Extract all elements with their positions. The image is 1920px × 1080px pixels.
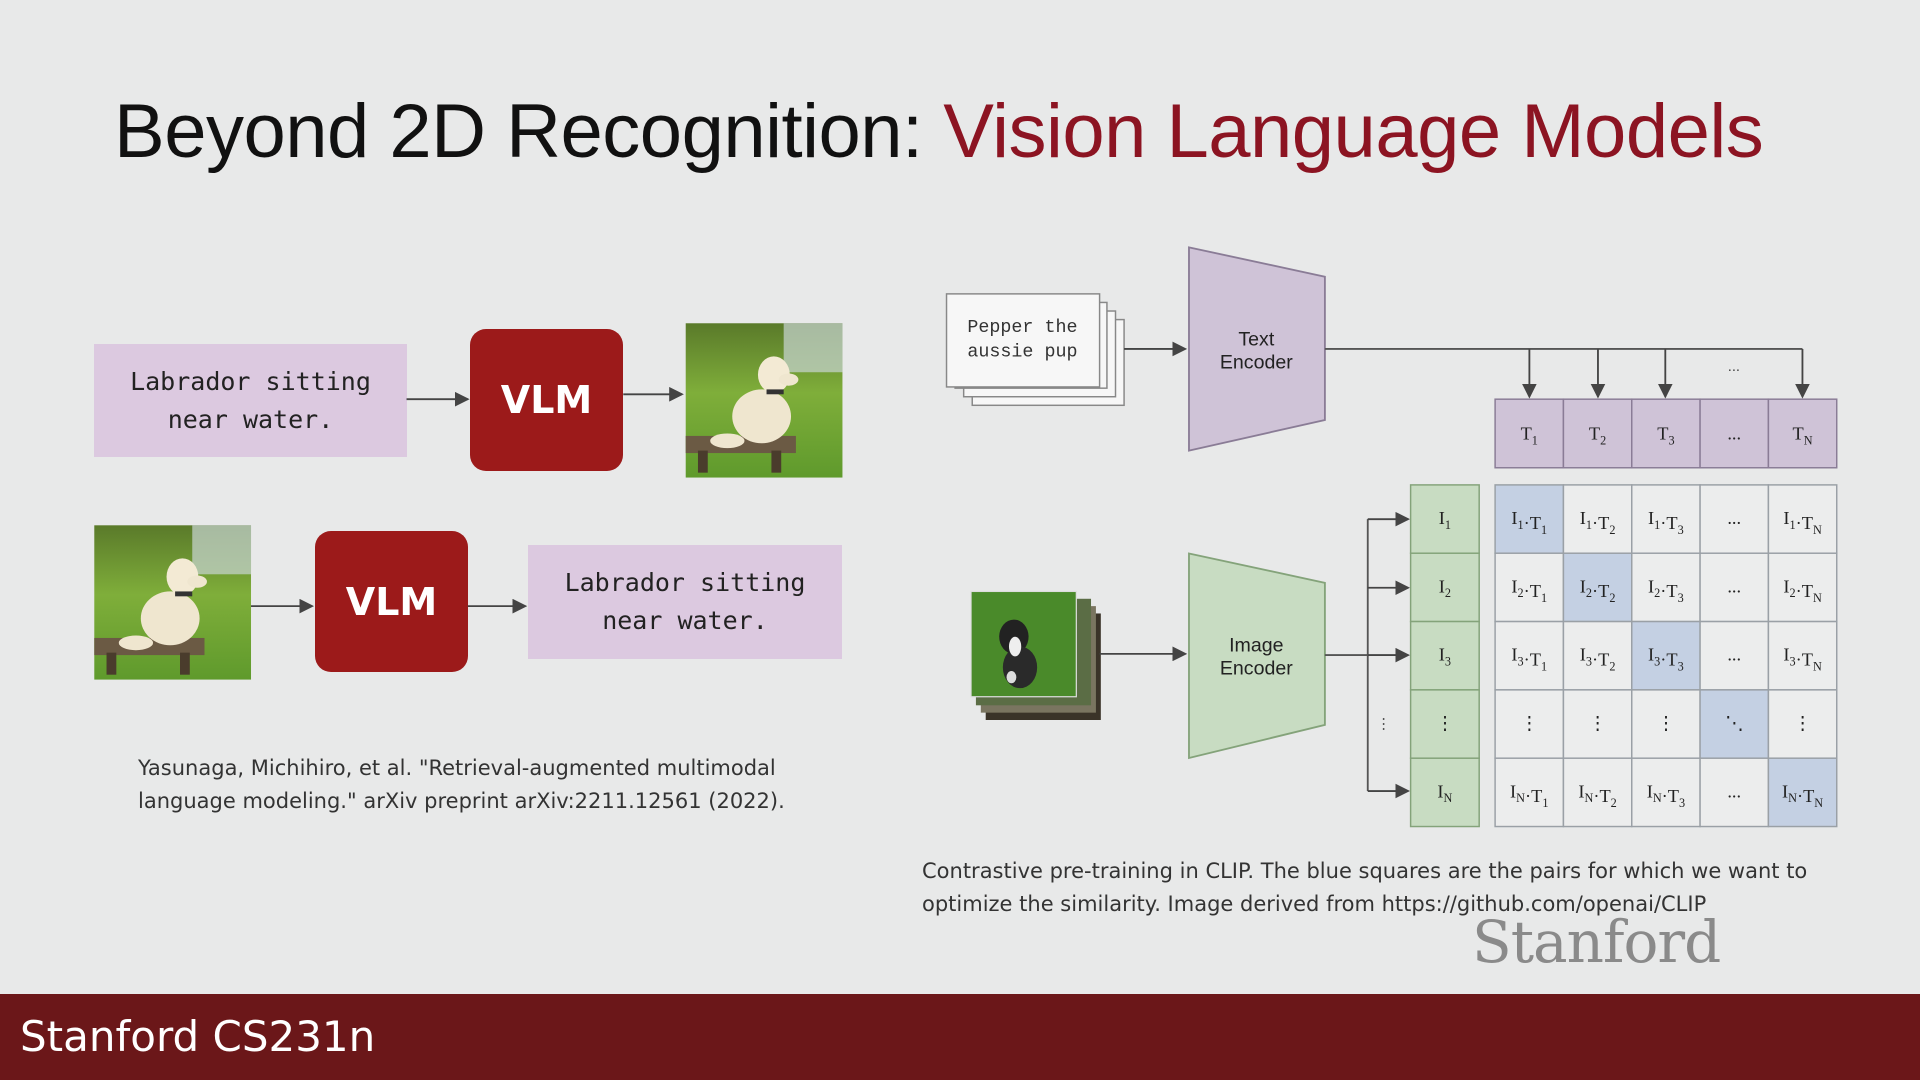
image-encoder-label: Encoder	[1220, 658, 1293, 680]
similarity-label: IN·T3	[1647, 781, 1685, 810]
dog-input-image	[94, 525, 252, 680]
text-embedding-label: TN	[1793, 424, 1813, 448]
vertical-ellipsis: ⋮	[1376, 717, 1391, 733]
similarity-label: ...	[1727, 781, 1741, 801]
similarity-cell	[1767, 484, 1838, 554]
similarity-label: ⋱	[1725, 713, 1743, 733]
stanford-logo: Stanford	[1472, 908, 1721, 976]
image-embedding-label: IN	[1437, 781, 1452, 805]
image-embedding-cell	[1409, 689, 1480, 759]
similarity-cell	[1494, 484, 1565, 554]
similarity-cell	[1631, 620, 1701, 691]
similarity-label: I2·T3	[1648, 576, 1684, 605]
similarity-label: ...	[1727, 576, 1741, 596]
similarity-label: ...	[1727, 645, 1741, 665]
similarity-cell	[1494, 689, 1565, 759]
image-embedding-label: ⋮	[1436, 713, 1454, 733]
similarity-label: ...	[1727, 508, 1741, 528]
text-input-stack	[945, 293, 1125, 407]
similarity-label: IN·TN	[1782, 781, 1823, 810]
slide-title: Beyond 2D Recognition: Vision Language M…	[114, 88, 1764, 175]
similarity-label: ⋮	[1588, 713, 1606, 733]
text-embedding-cell	[1562, 398, 1633, 469]
text-embedding-cell	[1767, 398, 1838, 469]
dog-output-image	[685, 323, 843, 478]
ellipsis: ...	[1728, 359, 1740, 375]
similarity-cell	[1767, 620, 1838, 691]
citation: Yasunaga, Michihiro, et al. "Retrieval-a…	[138, 756, 785, 813]
similarity-label: IN·T1	[1510, 781, 1548, 810]
image-embedding-cell	[1409, 484, 1480, 554]
similarity-label: I1·TN	[1783, 508, 1822, 537]
similarity-cell	[1562, 620, 1633, 691]
text-encoder-label: Encoder	[1220, 352, 1293, 374]
caption-output-box: Labrador sitting near water.	[528, 545, 842, 659]
similarity-label: IN·T2	[1578, 781, 1616, 810]
image-embedding-cell	[1409, 552, 1480, 623]
similarity-cell	[1767, 757, 1838, 828]
text-embedding-cell	[1494, 398, 1565, 469]
similarity-label: I3·TN	[1783, 645, 1822, 674]
footer-bar: Stanford CS231n	[0, 994, 1920, 1080]
similarity-label: I1·T2	[1580, 508, 1616, 537]
similarity-cell	[1699, 757, 1770, 828]
similarity-cell	[1631, 757, 1701, 828]
vlm-block-2: VLM	[315, 531, 468, 672]
image-encoder	[1188, 552, 1326, 760]
image-embedding-label: I2	[1439, 576, 1451, 600]
input-text: aussie pup	[967, 341, 1077, 362]
image-embedding-label: I1	[1439, 508, 1451, 532]
similarity-cell	[1767, 552, 1838, 623]
similarity-label: I1·T1	[1511, 508, 1547, 537]
similarity-label: I1·T3	[1648, 508, 1684, 537]
similarity-label: I2·T2	[1580, 576, 1616, 605]
similarity-label: I2·T1	[1511, 576, 1547, 605]
similarity-label: ⋮	[1520, 713, 1538, 733]
text-embedding-label: T2	[1589, 424, 1606, 448]
similarity-label: ⋮	[1793, 713, 1811, 733]
text-embedding-cell	[1699, 398, 1770, 469]
input-text: Pepper the	[967, 317, 1077, 338]
title-prefix: Beyond 2D Recognition:	[114, 89, 944, 174]
text-embedding-label: T3	[1657, 424, 1674, 448]
similarity-cell	[1494, 757, 1565, 828]
vlm-block-1: VLM	[470, 329, 623, 471]
similarity-cell	[1562, 757, 1633, 828]
text-encoder-label: Text	[1238, 328, 1274, 350]
similarity-label: ⋮	[1657, 713, 1675, 733]
similarity-cell	[1631, 484, 1701, 554]
image-encoder-label: Image	[1229, 634, 1284, 656]
text-embedding-label: T1	[1521, 424, 1538, 448]
caption-input-box: Labrador sitting near water.	[94, 344, 407, 457]
clip-caption: Contrastive pre-training in CLIP. The bl…	[922, 859, 1808, 916]
similarity-label: I3·T1	[1511, 645, 1547, 674]
similarity-cell	[1562, 689, 1633, 759]
course-name: Stanford CS231n	[20, 1012, 376, 1061]
text-embedding-label: ...	[1727, 424, 1741, 444]
similarity-cell	[1562, 552, 1633, 623]
image-embedding-label: I3	[1439, 645, 1451, 669]
similarity-label: I3·T2	[1580, 645, 1616, 674]
text-encoder	[1188, 246, 1326, 452]
similarity-label: I3·T3	[1648, 645, 1684, 674]
image-embedding-cell	[1409, 757, 1480, 828]
image-input-stack	[970, 590, 1101, 720]
title-accent: Vision Language Models	[943, 89, 1764, 174]
similarity-label: I2·TN	[1783, 576, 1822, 605]
image-embedding-cell	[1409, 620, 1480, 691]
